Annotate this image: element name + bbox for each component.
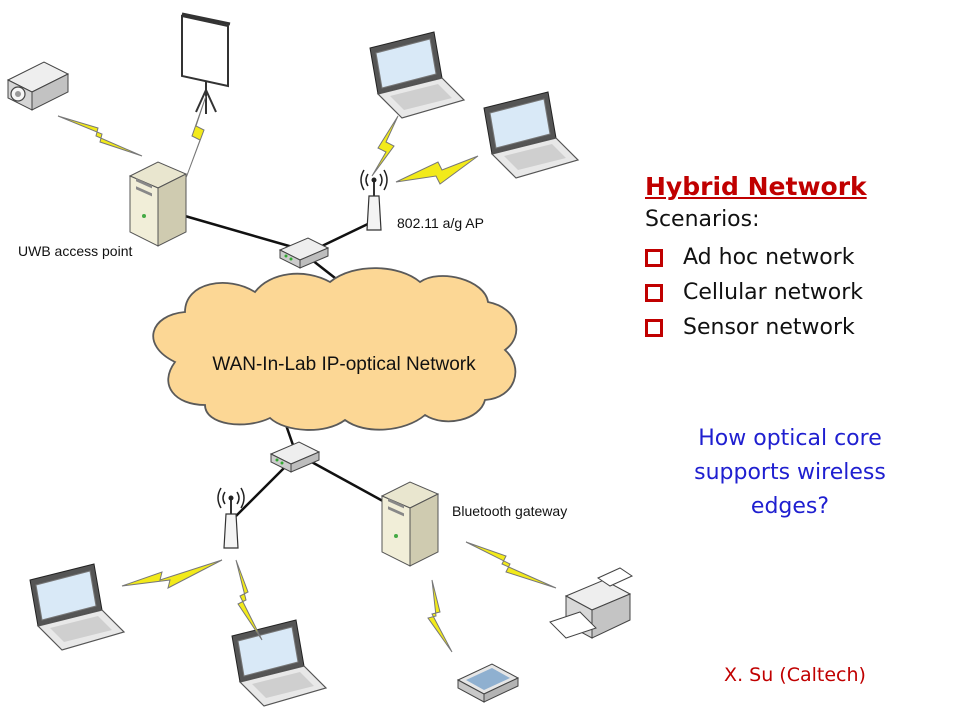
question-line: How optical core xyxy=(698,426,882,451)
wan-cloud xyxy=(152,267,518,431)
lightning-bolt-icon xyxy=(465,541,557,589)
list-item: Ad hoc network xyxy=(645,240,945,275)
list-item: Cellular network xyxy=(645,275,945,310)
printer-icon xyxy=(549,567,634,639)
server-tower-icon xyxy=(129,161,187,247)
scenario-label: Cellular network xyxy=(683,280,864,305)
list-item: Sensor network xyxy=(645,310,945,345)
lightning-bolt-icon xyxy=(371,115,399,177)
projector-icon xyxy=(6,61,70,111)
laptop-icon xyxy=(231,619,327,707)
question-line: edges? xyxy=(750,494,830,519)
lightning-bolt-icon xyxy=(57,115,143,157)
scenario-label: Ad hoc network xyxy=(683,245,855,270)
cable-uwb-switch xyxy=(184,214,297,250)
laptop-icon xyxy=(483,91,579,179)
checkbox-bullet-icon xyxy=(645,283,663,302)
lightning-bolt-icon xyxy=(427,579,453,653)
checkbox-bullet-icon xyxy=(645,318,663,337)
cable-ap-switch xyxy=(321,220,373,248)
cable-cloud-switch xyxy=(284,424,296,449)
network-switch-icon xyxy=(270,441,320,473)
lightning-bolt-icon xyxy=(185,95,207,179)
lightning-bolt-icon xyxy=(395,155,479,185)
panel-title: Hybrid Network xyxy=(645,172,867,201)
question-text: How optical core supports wireless edges… xyxy=(640,422,940,524)
question-line: supports wireless xyxy=(694,460,886,485)
lightning-bolt-icon xyxy=(121,559,223,589)
cable-switch-bluetooth xyxy=(307,458,393,508)
cloud-label: WAN-In-Lab IP-optical Network xyxy=(212,354,476,375)
bluetooth-gateway-label: Bluetooth gateway xyxy=(452,503,567,519)
antenna-icon xyxy=(217,487,245,549)
panel-subtitle: Scenarios: xyxy=(645,207,760,232)
wifi-ap-label: 802.11 a/g AP xyxy=(397,215,484,231)
projection-screen-icon xyxy=(181,12,231,114)
uwb-access-point-label: UWB access point xyxy=(18,243,132,259)
server-tower-icon xyxy=(381,481,439,567)
laptop-icon xyxy=(369,31,465,119)
scenario-label: Sensor network xyxy=(683,315,855,340)
scanner-icon xyxy=(456,663,520,703)
cable-switch-antenna xyxy=(235,461,291,517)
network-switch-icon xyxy=(279,237,329,269)
laptop-icon xyxy=(29,563,125,651)
author-credit: X. Su (Caltech) xyxy=(724,664,866,686)
scenario-list: Ad hoc network Cellular network Sensor n… xyxy=(645,240,945,345)
scenario-panel: Hybrid Network Scenarios: Ad hoc network… xyxy=(645,172,945,345)
antenna-icon xyxy=(360,169,388,231)
lightning-bolt-icon xyxy=(235,559,263,641)
checkbox-bullet-icon xyxy=(645,248,663,267)
